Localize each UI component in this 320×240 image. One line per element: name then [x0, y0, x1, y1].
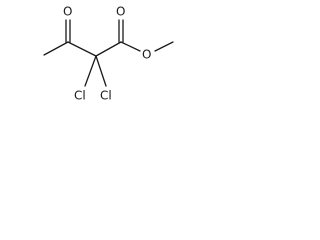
- bond-ester-o-to-methyl: [154, 41, 174, 52]
- chlorine-right-label: Cl: [100, 89, 112, 103]
- bond-ketone-to-ccl2: [67, 41, 97, 57]
- chlorine-left-label: Cl: [74, 89, 86, 103]
- chemical-structure: O O O Cl Cl: [43, 5, 174, 103]
- bond-c-cl-right: [95, 55, 107, 87]
- bond-c-cl-left: [84, 55, 97, 87]
- bond-methyl-ketone-carbon: [43, 41, 69, 56]
- bond-ester-carbon-to-o: [120, 41, 141, 52]
- ketone-oxygen-label: O: [63, 5, 72, 19]
- ester-carbonyl-oxygen-label: O: [116, 5, 125, 19]
- ester-oxygen-label: O: [142, 48, 151, 62]
- bond-ccl2-to-ester-carbon: [95, 41, 122, 57]
